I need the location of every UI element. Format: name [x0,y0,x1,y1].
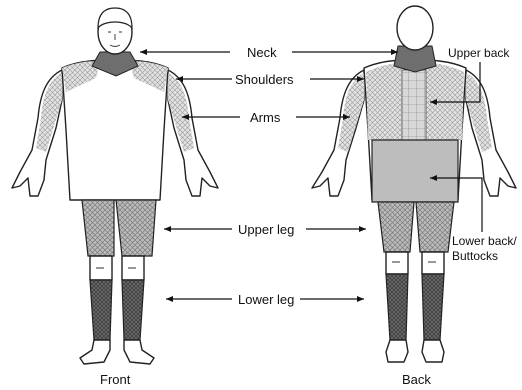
back-foot-left [386,340,408,362]
back-foot-right [422,340,444,362]
back-knee-left [386,252,408,274]
label-lower-leg: Lower leg [238,292,294,307]
back-head [397,6,433,50]
front-figure [12,8,218,364]
label-neck: Neck [247,45,277,60]
back-lower-back-shade [372,140,458,202]
front-foot-left [80,340,110,364]
back-spine-grid [402,70,426,144]
label-upper-leg: Upper leg [238,222,294,237]
front-lower-leg-left [90,280,112,340]
back-knee-right [422,252,444,274]
back-lower-leg-left [386,274,408,340]
label-lower-back-line2: Buttocks [452,249,498,263]
back-upper-leg-right [416,202,454,252]
front-foot-right [124,340,154,364]
label-upper-back: Upper back [448,46,510,60]
back-upper-leg-left [378,202,414,252]
front-upper-leg-right [116,200,156,256]
label-lower-back-line1: Lower back/ [452,234,517,248]
label-arms: Arms [250,110,281,125]
label-back: Back [402,372,431,387]
back-lower-leg-right [422,274,444,340]
label-shoulders: Shoulders [235,72,294,87]
front-upper-leg [82,200,114,256]
label-front: Front [100,372,131,387]
front-lower-leg-right [122,280,144,340]
